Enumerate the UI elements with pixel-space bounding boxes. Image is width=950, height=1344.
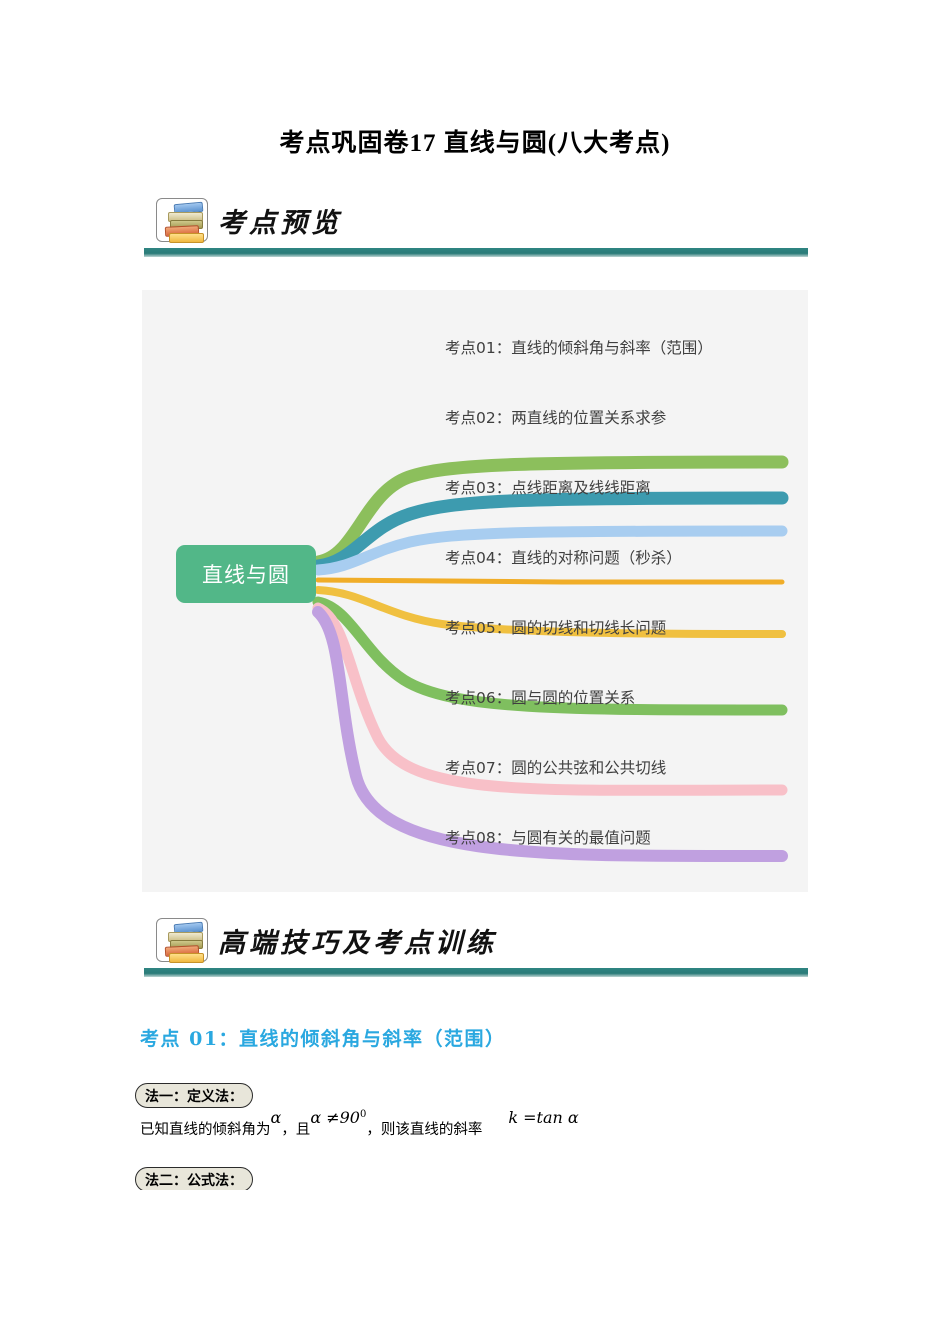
degree-exponent: 0: [359, 1109, 367, 1121]
mindmap-label-4: 考点04：直线的对称问题（秒杀）: [445, 549, 682, 567]
method-label-formula: 法二：公式法：: [135, 1167, 253, 1192]
mindmap-label-7: 考点07：圆的公共弦和公共切线: [445, 759, 667, 777]
banner-divider: [144, 248, 808, 257]
topic-heading-01: 考点 01：直线的倾斜角与斜率（范围）: [140, 1028, 506, 1050]
mindmap-label-8: 考点08：与圆有关的最值问题: [445, 829, 651, 847]
page-bottom-margin: [0, 1190, 950, 1344]
page-title: 考点巩固卷17 直线与圆(八大考点): [279, 130, 671, 157]
mindmap-container: 直线与圆 考点01：直线的倾斜角与斜率（范围） 考点02：两直线的位置关系求参 …: [142, 290, 808, 892]
alpha-symbol: α: [270, 1108, 282, 1127]
mindmap-center-node: 直线与圆: [176, 545, 316, 603]
mindmap-label-2: 考点02：两直线的位置关系求参: [445, 409, 667, 427]
method-label-definition: 法一：定义法：: [135, 1083, 253, 1108]
mindmap-label-1: 考点01：直线的倾斜角与斜率（范围）: [445, 339, 713, 357]
mindmap-label-3: 考点03：点线距离及线线距离: [445, 479, 651, 497]
banner-title-training: 高端技巧及考点训练: [218, 928, 497, 959]
banner-title-overview: 考点预览: [218, 208, 342, 239]
mindmap-center-label: 直线与圆: [202, 563, 290, 587]
mindmap-label-5: 考点05：圆的切线和切线长问题: [445, 619, 667, 637]
method-1-statement: 已知直线的倾斜角为α，且α ≠900，则该直线的斜率 k =tan α: [140, 1108, 579, 1139]
mindmap-label-6: 考点06：圆与圆的位置关系: [445, 689, 636, 707]
statement-part-c: ，则该直线的斜率: [366, 1122, 483, 1138]
stacked-books-icon: [156, 198, 208, 243]
banner-divider: [144, 968, 808, 977]
statement-part-a: 已知直线的倾斜角为: [140, 1122, 271, 1138]
angle-condition: α ≠90: [310, 1108, 360, 1127]
section-banner-training: 高端技巧及考点训练: [142, 916, 808, 982]
statement-part-b: ，且: [281, 1122, 311, 1138]
stacked-books-icon: [156, 918, 208, 963]
section-banner-overview: 考点预览: [142, 196, 808, 262]
mindmap-branches: [311, 455, 789, 863]
slope-formula: k =tan α: [508, 1108, 579, 1127]
